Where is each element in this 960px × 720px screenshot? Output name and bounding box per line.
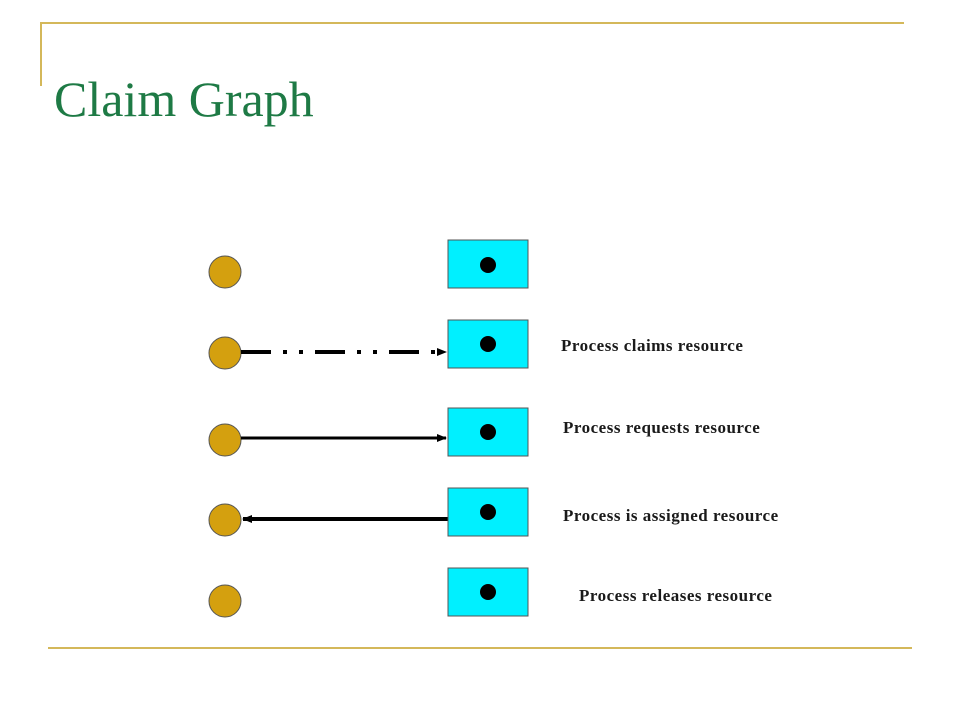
left-rule xyxy=(40,22,42,86)
slide-title: Claim Graph xyxy=(54,71,314,127)
resource-node xyxy=(447,319,529,369)
bottom-rule xyxy=(48,647,912,649)
legend-label-claims: Process claims resource xyxy=(561,336,744,355)
top-rule xyxy=(40,22,904,24)
process-node xyxy=(208,503,242,537)
legend-label-releases: Process releases resource xyxy=(579,586,773,605)
process-node xyxy=(208,255,242,289)
resource-instance-dot xyxy=(480,424,496,440)
resource-instance-dot xyxy=(480,504,496,520)
resource-instance-dot xyxy=(480,336,496,352)
process-node xyxy=(208,584,242,618)
resource-instance-dot xyxy=(480,257,496,273)
process-node xyxy=(208,336,242,370)
process-node xyxy=(208,423,242,457)
legend-label-assigned: Process is assigned resource xyxy=(563,506,779,525)
resource-instance-dot xyxy=(480,584,496,600)
legend-label-requests: Process requests resource xyxy=(563,418,761,437)
